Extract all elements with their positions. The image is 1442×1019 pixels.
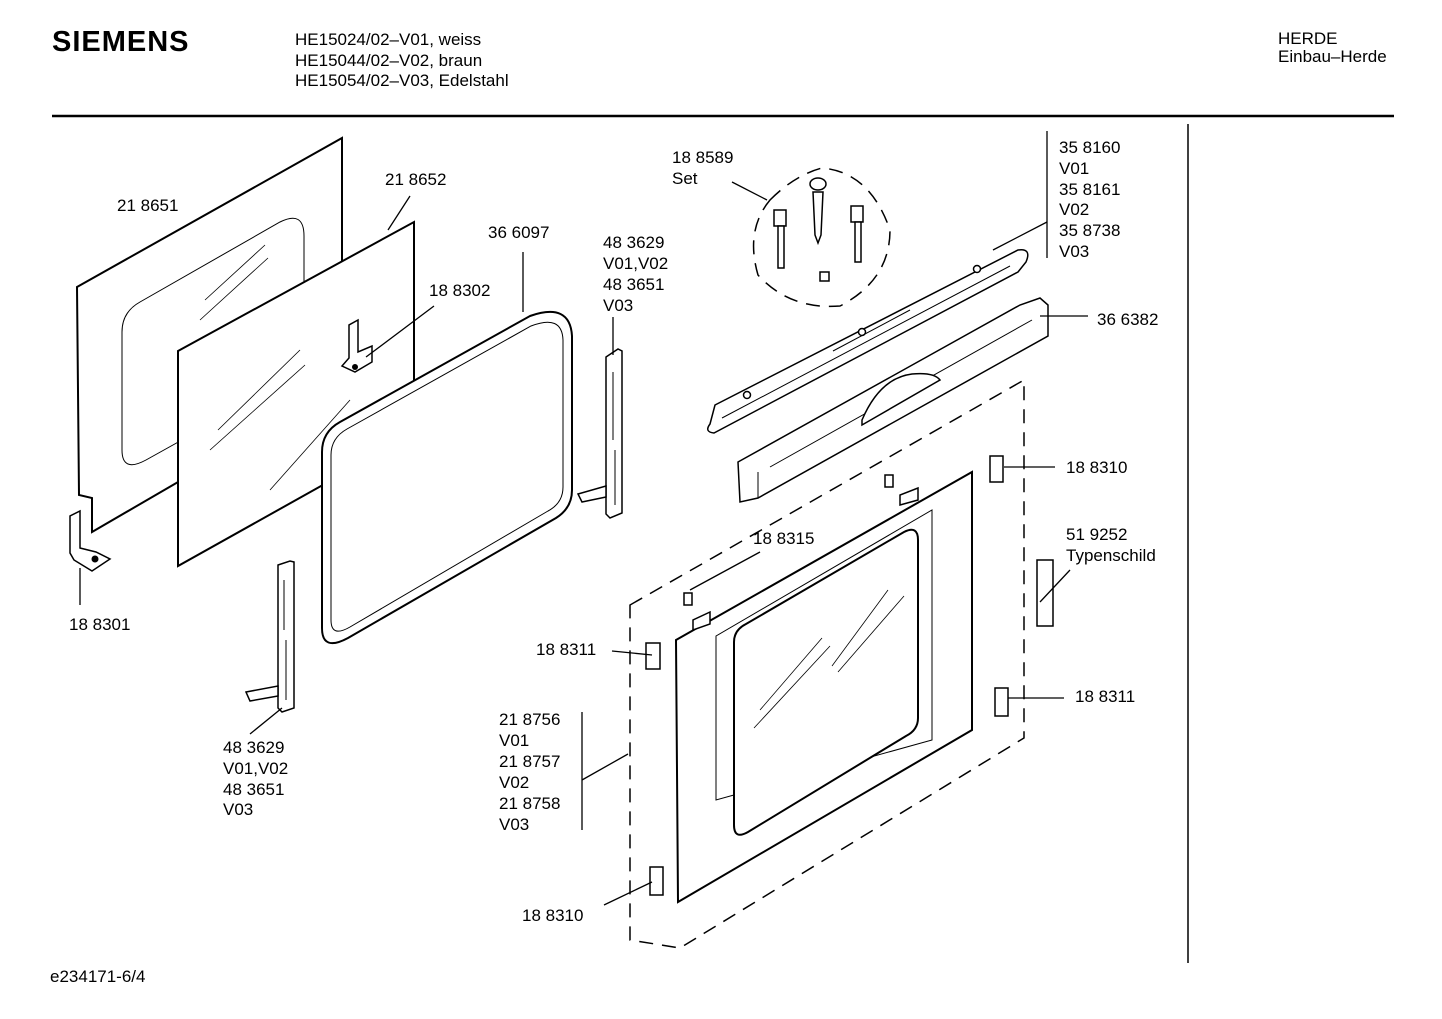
label-366382: 36 6382: [1097, 310, 1158, 329]
label-line: 48 3651: [603, 275, 664, 294]
door-frame-outline: [629, 378, 1025, 949]
label-line: 21 8757: [499, 752, 560, 771]
label-188311-right: 18 8311: [1075, 687, 1135, 706]
model-line: HE15024/02–V01, weiss: [295, 30, 482, 49]
screw-icon: [773, 209, 787, 269]
label-line: V03: [1059, 242, 1089, 261]
hinge-left: [244, 560, 295, 713]
screw-set: [752, 167, 891, 308]
label-line: 48 3651: [223, 780, 284, 799]
label-218651: 21 8651: [117, 196, 178, 215]
handle-bar: [737, 297, 1049, 503]
bracket-188301: [69, 509, 112, 572]
door-seal: [321, 311, 573, 645]
model-line: HE15044/02–V02, braun: [295, 50, 483, 70]
outer-door: [674, 470, 973, 904]
label-line: 35 8160: [1059, 138, 1120, 157]
bracket-icon: [645, 455, 1009, 896]
label-line: V02: [1059, 200, 1089, 219]
screw-icon: [850, 205, 864, 263]
label-line: Set: [672, 169, 698, 188]
label-188302: 18 8302: [429, 281, 490, 300]
label-line: V01: [499, 731, 529, 750]
label-483629-left: 48 3629 V01,V02 48 3651 V03: [223, 738, 288, 819]
label-188589: 18 8589 Set: [672, 148, 733, 188]
clip-icon: [683, 474, 894, 606]
label-line: V01,V02: [603, 254, 668, 273]
model-list: HE15024/02–V01, weiss HE15044/02–V02, br…: [295, 30, 509, 92]
label-line: V01,V02: [223, 759, 288, 778]
leader-lines: [79, 131, 1088, 906]
nut-icon: [819, 271, 830, 282]
label-218652: 21 8652: [385, 170, 446, 189]
type-plate: [1036, 559, 1054, 627]
label-line: 18 8589: [672, 148, 733, 167]
label-line: 48 3629: [603, 233, 664, 252]
label-line: V03: [223, 800, 253, 819]
label-line: V01: [1059, 159, 1089, 178]
label-line: 35 8161: [1059, 180, 1120, 199]
label-line: Typenschild: [1066, 546, 1156, 565]
label-line: V03: [603, 296, 633, 315]
label-218756: 21 8756 V01 21 8757 V02 21 8758 V03: [499, 710, 560, 834]
category-line: HERDE: [1278, 29, 1338, 48]
drawing-code: e234171-6/4: [50, 967, 146, 986]
label-483629-right: 48 3629 V01,V02 48 3651 V03: [603, 233, 668, 315]
screw-icon: [809, 177, 827, 246]
model-line: HE15054/02–V03, Edelstahl: [295, 71, 509, 90]
label-358160: 35 8160 V01 35 8161 V02 35 8738 V03: [1059, 138, 1120, 261]
label-188310-bottom: 18 8310: [522, 906, 583, 925]
product-category: HERDE Einbau–Herde: [1278, 30, 1387, 66]
label-188311-left: 18 8311: [536, 640, 596, 659]
label-line: V02: [499, 773, 529, 792]
label-line: 21 8756: [499, 710, 560, 729]
label-line: 21 8758: [499, 794, 560, 813]
bracket-188302: [340, 318, 373, 373]
label-line: 51 9252: [1066, 525, 1127, 544]
hinge-right: [576, 348, 623, 519]
siemens-logo: SIEMENS: [52, 26, 190, 58]
door-handle: [707, 249, 1029, 434]
category-line: Einbau–Herde: [1278, 47, 1387, 66]
label-188301: 18 8301: [69, 615, 130, 634]
label-366097: 36 6097: [488, 223, 549, 242]
label-line: 35 8738: [1059, 221, 1120, 240]
label-188315: 18 8315: [753, 529, 814, 548]
label-line: 48 3629: [223, 738, 284, 757]
label-519252: 51 9252 Typenschild: [1066, 525, 1156, 565]
label-line: V03: [499, 815, 529, 834]
label-188310-top: 18 8310: [1066, 458, 1127, 477]
